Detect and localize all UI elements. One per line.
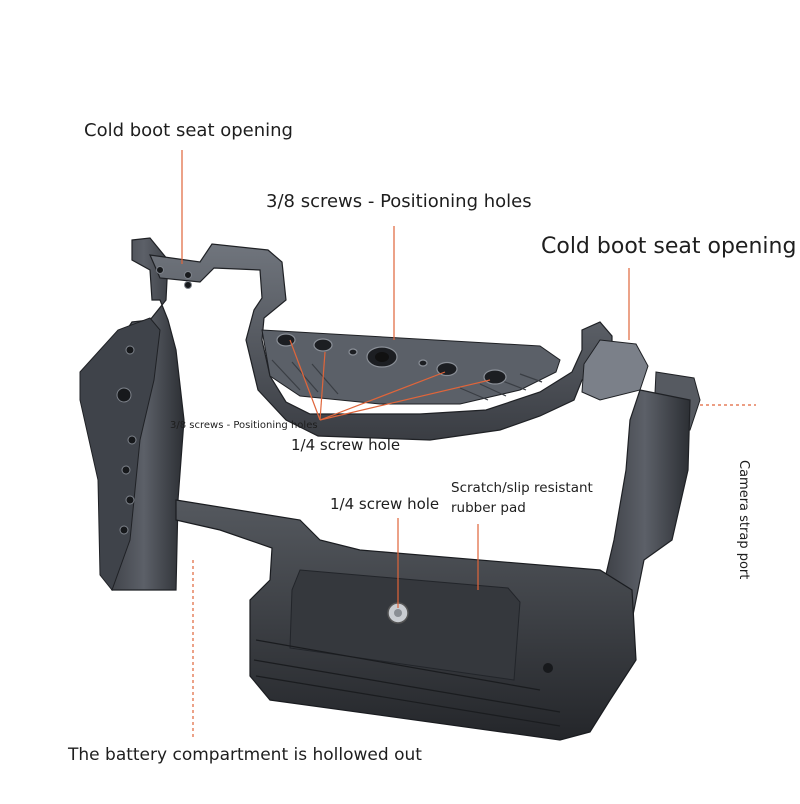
callout-scratch-line1: Scratch/slip resistant (451, 480, 593, 496)
callout-strap-port: Camera strap port (736, 460, 751, 580)
callout-14-screw-upper: 1/4 screw hole (291, 436, 401, 454)
callout-38-screws-small: 3/8 screws - Positioning holes (170, 420, 318, 431)
base-screw-center (394, 609, 402, 617)
top-arch (149, 243, 613, 441)
top-rail-ribs (271, 359, 543, 401)
base-rail-lines (253, 639, 561, 727)
callout-battery: The battery compartment is hollowed out (68, 745, 422, 765)
callout-cold-boot-left: Cold boot seat opening (84, 120, 293, 141)
callout-14-screw-lower: 1/4 screw hole (330, 495, 440, 513)
left-plate-face (79, 317, 161, 592)
center-hole-thread (375, 352, 389, 362)
base-hole-right (543, 663, 553, 673)
rubber-pad (289, 569, 521, 681)
left-plate-holes (116, 266, 192, 535)
right-cold-shoe (581, 339, 649, 401)
callout-cold-boot-right: Cold boot seat opening (541, 234, 797, 259)
callout-scratch-pad: Scratch/slip resistant rubber pad (451, 478, 593, 518)
leader-lines (181, 150, 756, 738)
top-rail (261, 329, 561, 405)
callout-38-screws-top: 3/8 screws - Positioning holes (266, 191, 532, 212)
callout-scratch-line2: rubber pad (451, 500, 526, 516)
